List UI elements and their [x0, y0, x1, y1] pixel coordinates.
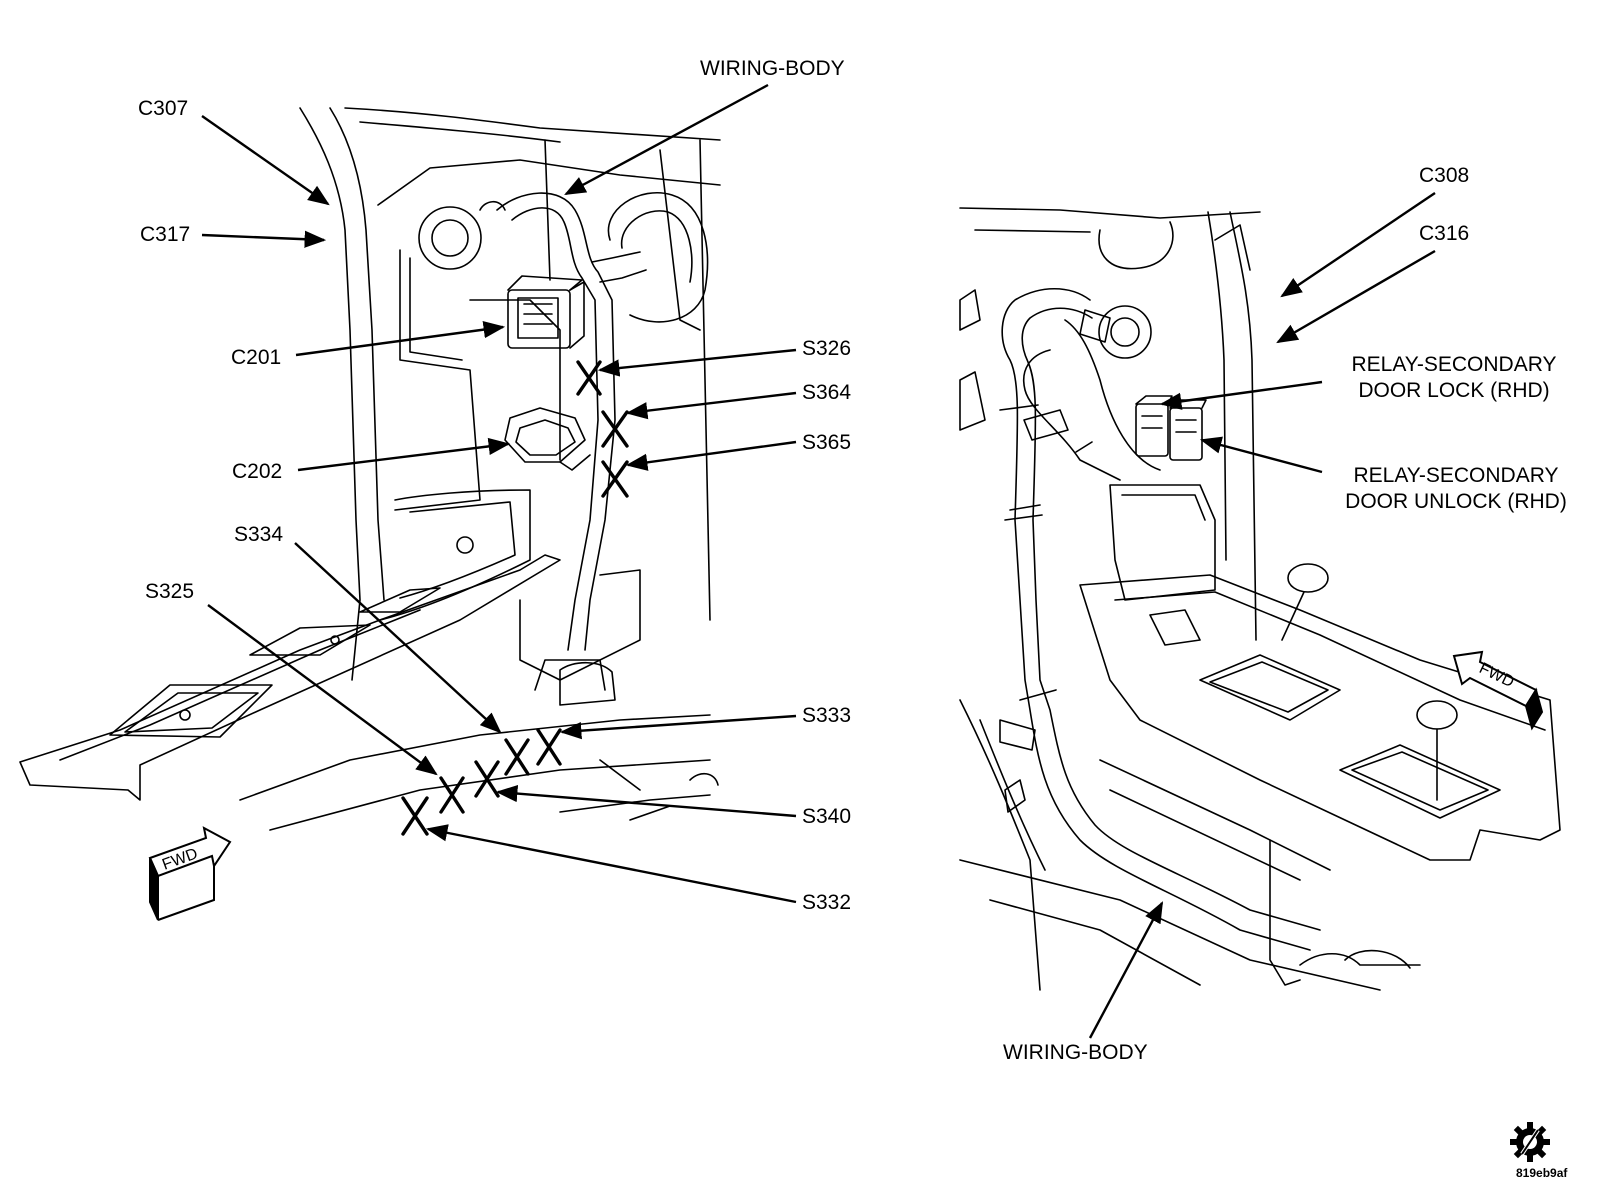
label-c316: C316: [1419, 222, 1470, 245]
label-relay-unlock-line1: RELAY-SECONDARY: [1353, 464, 1559, 487]
arrow-c316: [1276, 249, 1436, 344]
label-s364: S364: [802, 381, 852, 404]
splice-mark-s325: [439, 776, 465, 814]
label-s332: S332: [802, 891, 852, 914]
gear-slash-icon: [1510, 1122, 1550, 1162]
label-c307: C307: [138, 97, 189, 120]
label-wiring-body-bottom: WIRING-BODY: [1003, 1041, 1148, 1064]
splice-mark-s332: [401, 796, 429, 836]
label-s333: S333: [802, 704, 852, 727]
label-c201: C201: [231, 346, 282, 369]
label-s340: S340: [802, 805, 852, 828]
splice-mark-s333: [536, 728, 562, 766]
arrow-wiring-body-bottom: [1088, 901, 1164, 1039]
label-s325: S325: [145, 580, 195, 603]
fwd-arrow-right: [1452, 650, 1544, 731]
label-wiring-body-top: WIRING-BODY: [700, 57, 845, 80]
label-relay-lock: RELAY-SECONDARY DOOR LOCK (RHD): [1332, 354, 1576, 401]
label-s334: S334: [234, 523, 284, 546]
splice-mark-s334: [504, 738, 530, 776]
arrow-c201: [295, 321, 506, 357]
arrow-s340: [495, 784, 797, 818]
label-c202: C202: [232, 460, 283, 483]
arrow-s332: [425, 824, 797, 904]
label-s326: S326: [802, 337, 852, 360]
label-relay-lock-line1: RELAY-SECONDARY: [1351, 353, 1557, 376]
figure-code: 819eb9af: [1516, 1166, 1568, 1180]
splice-mark-s340: [474, 760, 500, 798]
left-illustration: [19, 107, 721, 831]
arrow-relay-unlock: [1199, 436, 1323, 474]
arrow-s325: [207, 604, 438, 776]
label-s365: S365: [802, 431, 852, 454]
label-relay-unlock-line2: DOOR UNLOCK (RHD): [1345, 490, 1567, 513]
label-relay-lock-line2: DOOR LOCK (RHD): [1358, 379, 1550, 402]
arrow-relay-lock: [1159, 380, 1323, 410]
arrow-wiring-body-top: [564, 83, 769, 196]
arrow-s334: [294, 542, 502, 734]
right-illustration: [959, 207, 1561, 991]
splice-mark-s364: [601, 410, 629, 448]
splice-mark-s326: [576, 360, 602, 396]
label-c317: C317: [140, 223, 191, 246]
splice-marks: [401, 360, 629, 836]
arrow-c308: [1280, 192, 1436, 298]
arrow-c307: [201, 115, 330, 206]
fwd-arrow-left: [148, 826, 232, 921]
splice-mark-s365: [601, 460, 629, 498]
arrow-s365: [625, 440, 797, 471]
label-c308: C308: [1419, 164, 1470, 187]
label-relay-unlock: RELAY-SECONDARY DOOR UNLOCK (RHD): [1326, 465, 1586, 512]
arrow-s333: [559, 714, 797, 740]
arrow-c317: [201, 230, 327, 248]
arrow-s326: [597, 348, 797, 377]
arrow-c202: [297, 437, 511, 472]
leader-arrows: [201, 83, 1436, 1039]
arrow-s364: [625, 391, 797, 420]
